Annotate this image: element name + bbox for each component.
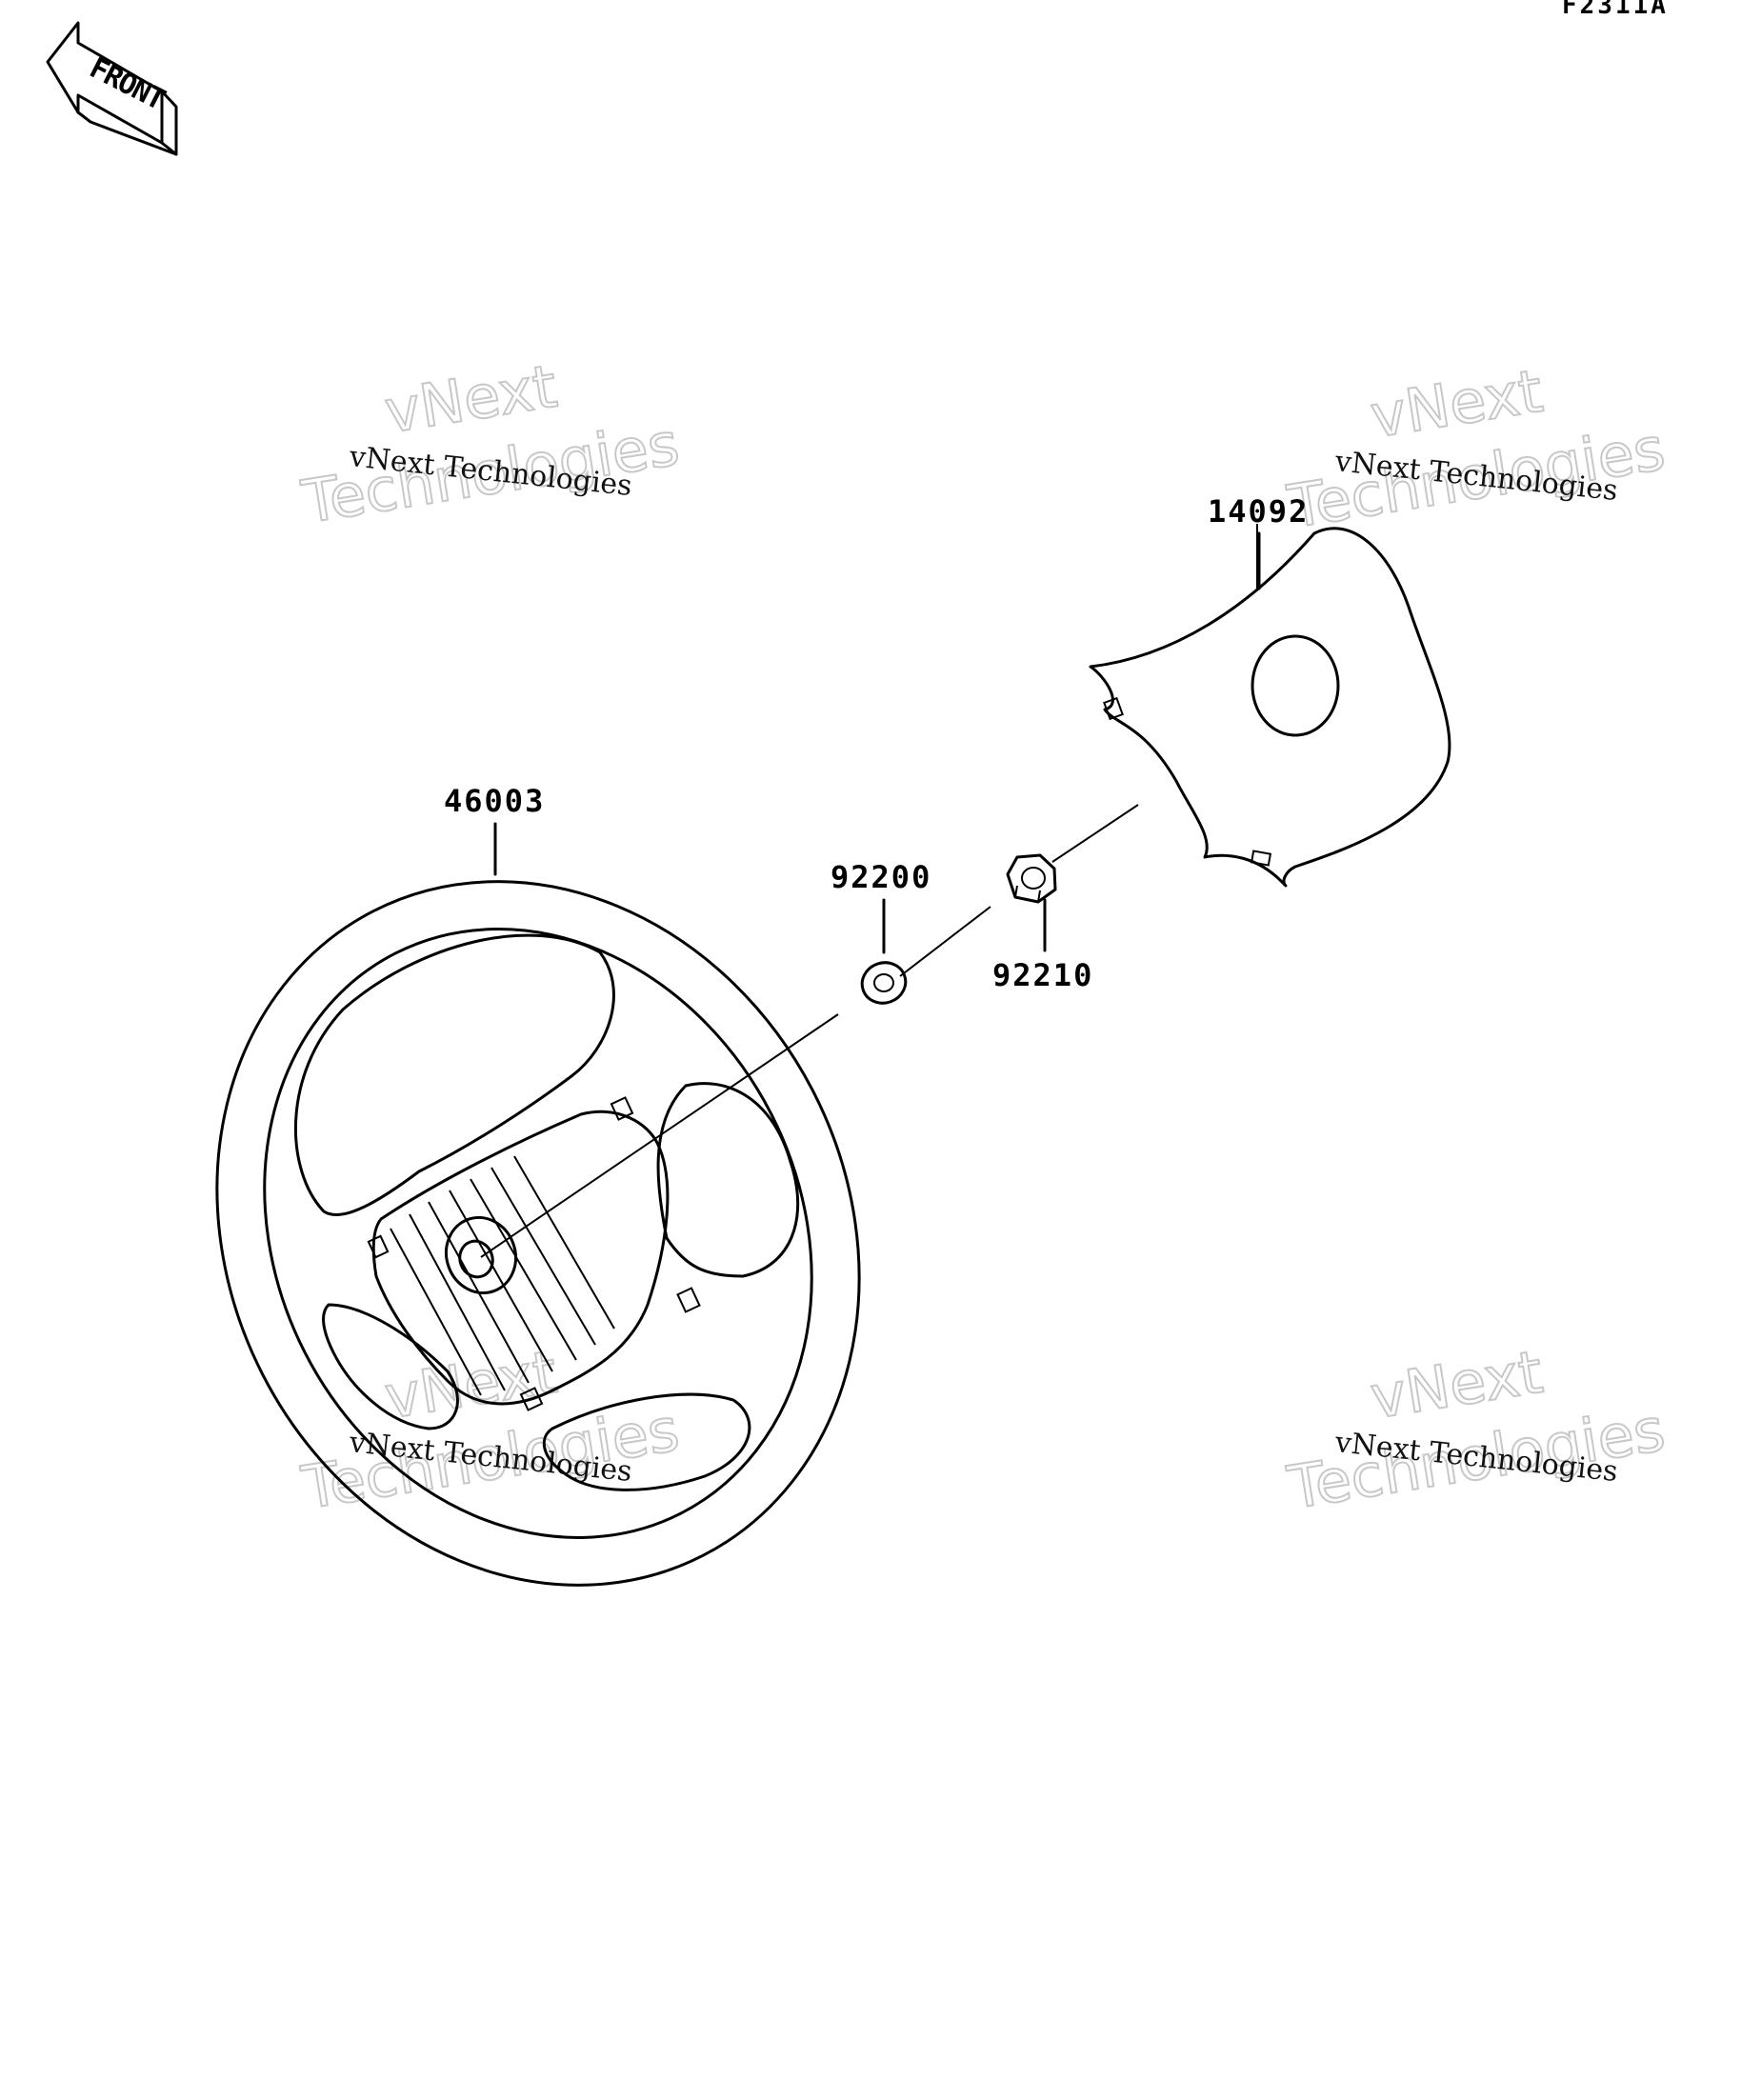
part-label-92200: 92200 — [830, 859, 931, 895]
figure-code: F2311A — [1562, 0, 1669, 20]
part-label-14092: 14092 — [1208, 493, 1309, 530]
watermark-bottom-left: vNext Technologies vNext Technologies — [296, 1336, 685, 1524]
part-46003-steering-wheel[interactable] — [98, 770, 978, 1696]
assembly-axis-2 — [899, 906, 991, 977]
front-arrow-icon: FRONT — [46, 21, 178, 156]
watermark-top-right: vNext Technologies vNext Technologies — [1282, 355, 1671, 543]
part-92200-washer[interactable] — [856, 956, 911, 1009]
part-label-46003: 46003 — [444, 783, 545, 819]
part-14092-cover[interactable] — [1089, 524, 1451, 888]
watermark-top-left: vNext Technologies vNext Technologies — [296, 350, 685, 538]
watermark-bottom-right: vNext Technologies vNext Technologies — [1282, 1336, 1671, 1524]
part-label-92210: 92210 — [992, 957, 1093, 993]
hub-ribs — [390, 1155, 615, 1396]
part-92210-nut[interactable] — [1006, 853, 1057, 904]
assembly-axis-3 — [1051, 804, 1139, 863]
assembly-axis — [480, 1013, 839, 1258]
